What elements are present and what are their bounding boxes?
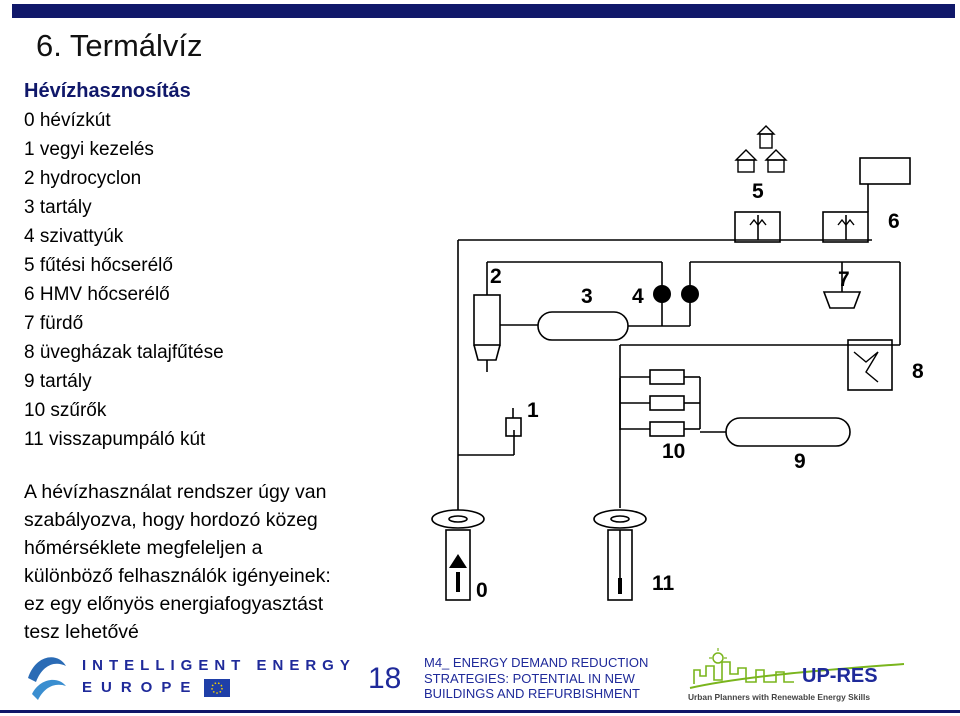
label-4: 4 <box>632 285 644 308</box>
legend-item: 3 tartály <box>24 197 92 218</box>
up-res-logo: UP-RES Urban Planners with Renewable Ene… <box>688 648 905 702</box>
ie-line1: INTELLIGENT ENERGY <box>82 657 356 674</box>
label-6: 6 <box>888 210 900 233</box>
label-5: 5 <box>752 180 764 203</box>
slide-subtitle: Hévízhasznosítás <box>24 80 191 102</box>
label-9: 9 <box>794 450 806 473</box>
paragraph-line: ez egy előnyös energiafogyasztást <box>24 593 324 615</box>
legend-item: 4 szivattyúk <box>24 226 124 247</box>
legend-item: 7 fürdő <box>24 313 84 334</box>
legend-item: 2 hydrocyclon <box>24 168 142 189</box>
intelligent-energy-europe-logo: INTELLIGENT ENERGY EUROPE <box>28 657 356 700</box>
footer <box>0 638 960 716</box>
upres-tagline: Urban Planners with Renewable Energy Ski… <box>688 692 870 702</box>
paragraph-line: hőmérséklete megfeleljen a <box>24 537 263 559</box>
label-2: 2 <box>490 265 502 288</box>
label-0: 0 <box>476 579 488 602</box>
legend-item: 10 szűrők <box>24 400 107 421</box>
paragraph-line: A hévízhasználat rendszer úgy van <box>24 481 327 503</box>
legend-item: 5 fűtési hőcserélő <box>24 255 173 276</box>
legend-item: 6 HMV hőcserélő <box>24 284 170 305</box>
label-1: 1 <box>527 399 539 422</box>
project-line: BUILDINGS AND REFURBISHMENT <box>424 686 640 701</box>
upres-name: UP-RES <box>802 665 878 687</box>
slide-title: 6. Termálvíz <box>36 28 203 63</box>
page-number: 18 <box>368 662 402 695</box>
project-line: STRATEGIES: POTENTIAL IN NEW <box>424 670 635 686</box>
paragraph-line: tesz lehetővé <box>24 621 139 643</box>
component-legend: 0 hévízkút 1 vegyi kezelés 2 hydrocyclon… <box>24 106 224 454</box>
bottom-line <box>0 710 960 713</box>
geothermal-system-diagram: 0 1 2 3 4 5 6 7 8 9 10 11 <box>431 125 924 602</box>
label-3: 3 <box>581 285 593 308</box>
paragraph-line: szabályozva, hogy hordozó közeg <box>24 509 318 531</box>
legend-item: 0 hévízkút <box>24 110 111 131</box>
label-10: 10 <box>662 440 685 463</box>
paragraph-line: különböző felhasználók igényeinek: <box>24 565 331 587</box>
description-paragraph: A hévízhasználat rendszer úgy van szabál… <box>24 478 414 646</box>
project-line: M4_ ENERGY DEMAND REDUCTION <box>424 655 649 670</box>
label-8: 8 <box>912 360 924 383</box>
legend-item: 1 vegyi kezelés <box>24 139 154 160</box>
ie-line2: EUROPE <box>82 679 199 696</box>
project-caption: M4_ ENERGY DEMAND REDUCTION STRATEGIES: … <box>424 655 648 702</box>
label-11: 11 <box>652 572 675 595</box>
legend-item: 11 visszapumpáló kút <box>24 429 206 450</box>
legend-item: 8 üvegházak talajfűtése <box>24 342 224 363</box>
top-bar <box>12 4 955 18</box>
label-7: 7 <box>838 268 850 291</box>
legend-item: 9 tartály <box>24 371 92 392</box>
